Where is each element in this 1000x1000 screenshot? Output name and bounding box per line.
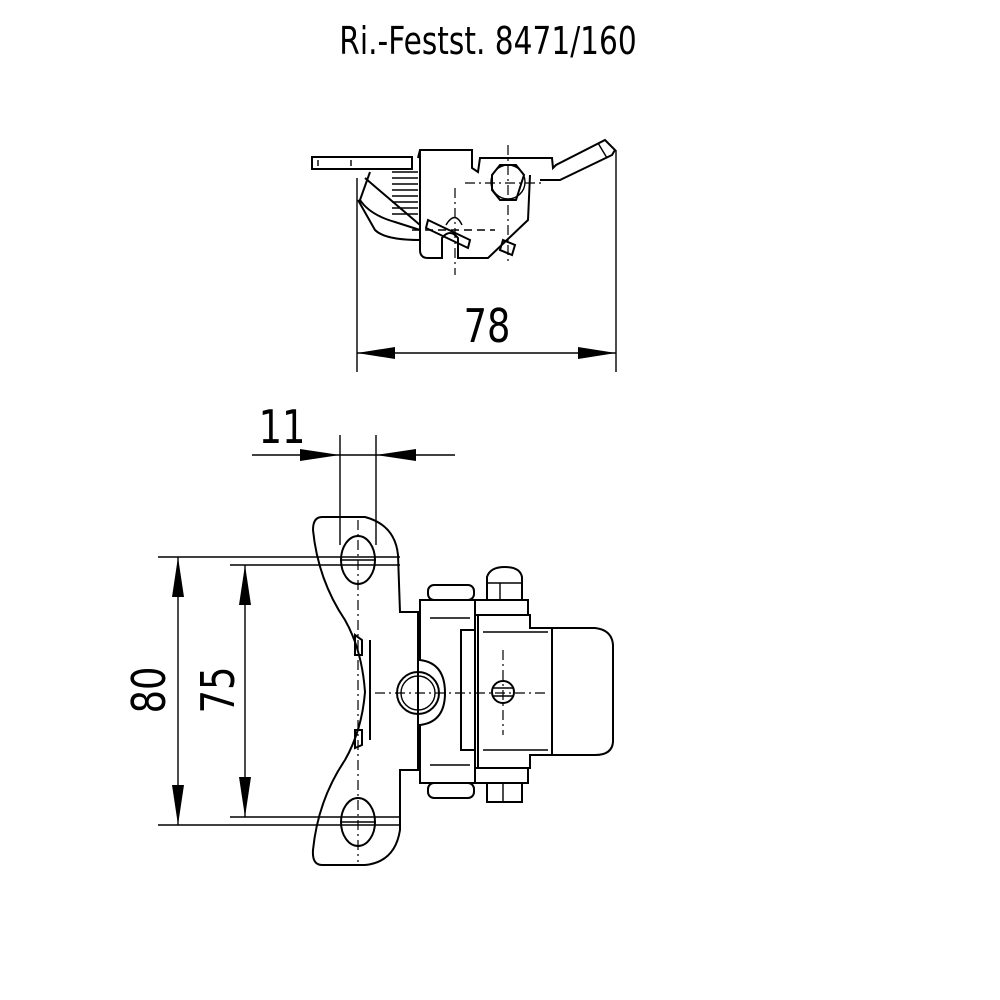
dimension-80-label: 80 <box>122 667 176 714</box>
dimension-11-label: 11 <box>259 400 306 454</box>
drawing-title: Ri.-Festst. 8471/160 <box>339 19 636 64</box>
dimension-11: 11 <box>252 400 455 545</box>
front-view <box>311 516 614 866</box>
dimension-75: 75 <box>191 564 400 818</box>
dimension-78-label: 78 <box>464 299 511 353</box>
dimension-78: 78 <box>356 150 617 372</box>
side-view <box>311 138 617 275</box>
dimension-75-label: 75 <box>191 667 245 714</box>
dimension-80: 80 <box>122 556 400 826</box>
